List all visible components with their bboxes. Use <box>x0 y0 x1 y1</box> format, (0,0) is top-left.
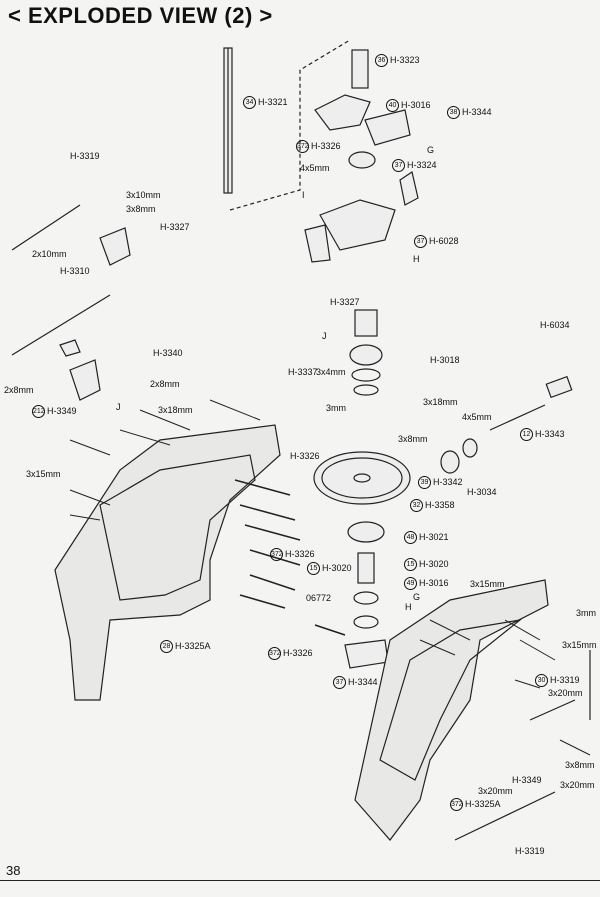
callout-2x8mm-b: 2x8mm <box>150 379 180 389</box>
callout-h-3018: H-3018 <box>430 355 460 365</box>
callout-h-3327-center: H-3327 <box>330 297 360 307</box>
callout-3x20mm-b: 3x20mm <box>560 780 595 790</box>
callout-g-lower: G <box>413 592 421 602</box>
callout-4x5mm-top: 4x5mm <box>300 163 330 173</box>
callout-3x15mm-right-top: 3x15mm <box>470 579 505 589</box>
callout-4x5mm-right: 4x5mm <box>462 412 492 422</box>
callout-3mm-right: 3mm <box>576 608 596 618</box>
callout-h-lower: H <box>405 602 412 612</box>
callout-i: I <box>302 190 305 200</box>
callout-2x10mm: 2x10mm <box>32 249 67 259</box>
callout-h-3337: H-3337 <box>288 367 318 377</box>
callout-3x8mm-left: 3x8mm <box>126 204 156 214</box>
callout-3x4mm: 3x4mm <box>316 367 346 377</box>
callout-h-3326-mid: H-3326 <box>290 451 320 461</box>
callout-h-3319-left: H-3319 <box>70 151 100 161</box>
callout-3x10mm: 3x10mm <box>126 190 161 200</box>
callout-h-3340: H-3340 <box>153 348 183 358</box>
callout-3x8mm-center: 3x8mm <box>398 434 428 444</box>
callout-h-6034: H-6034 <box>540 320 570 330</box>
page-number: 38 <box>6 863 21 878</box>
page-title: < EXPLODED VIEW (2) > <box>8 3 273 28</box>
callout-3x15mm-right: 3x15mm <box>562 640 597 650</box>
callout-h-3034: H-3034 <box>467 487 497 497</box>
callout-h-3327-left: H-3327 <box>160 222 190 232</box>
callout-06772: 06772 <box>306 593 332 603</box>
callout-3x18mm-center: 3x18mm <box>423 397 458 407</box>
bottom-rule <box>0 880 600 881</box>
callout-3x18mm-left: 3x18mm <box>158 405 193 415</box>
callout-3x8mm-right: 3x8mm <box>565 760 595 770</box>
callout-j-left: J <box>116 402 121 412</box>
callout-2x8mm-a: 2x8mm <box>4 385 34 395</box>
callout-h-3310: H-3310 <box>60 266 90 276</box>
callout-3x20mm-c: 3x20mm <box>478 786 513 796</box>
callout-h-3319-bottom: H-3319 <box>515 846 545 856</box>
callout-h: H <box>413 254 420 264</box>
callout-h-3349-right: H-3349 <box>512 775 542 785</box>
callout-3x15mm-left: 3x15mm <box>26 469 61 479</box>
callout-g-top: G <box>427 145 435 155</box>
callout-3x20mm-a: 3x20mm <box>548 688 583 698</box>
callout-j-center: J <box>322 331 327 341</box>
callout-3mm-center: 3mm <box>326 403 346 413</box>
